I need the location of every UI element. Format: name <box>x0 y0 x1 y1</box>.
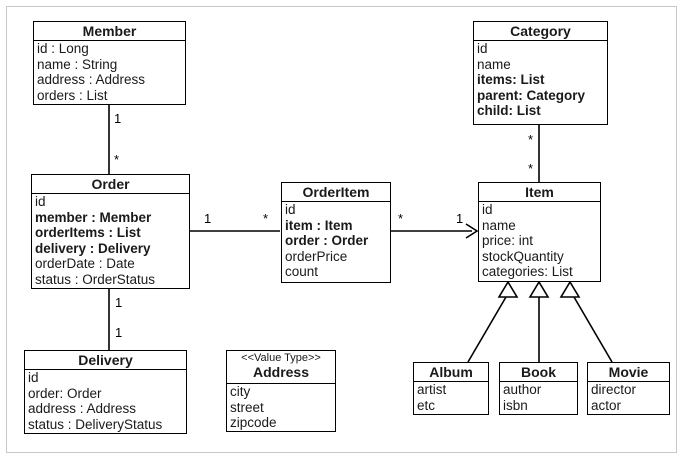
attribute-row: id <box>35 194 46 209</box>
class-title: OrderItem <box>282 183 390 202</box>
attribute-row: categories: List <box>482 264 573 279</box>
multiplicity-label: * <box>114 152 120 167</box>
multiplicity-label: * <box>398 211 404 226</box>
multiplicity-label: 1 <box>114 111 122 126</box>
attribute-row: name <box>482 217 516 233</box>
attribute-row: status : DeliveryStatus <box>28 416 163 432</box>
attribute-row: address : Address <box>28 401 137 416</box>
attribute-row: id <box>28 370 39 385</box>
attribute-row: id <box>477 41 488 56</box>
attribute-row: address : Address <box>37 72 146 87</box>
attribute-row: isbn <box>503 397 528 413</box>
attribute-row: items: List <box>477 72 545 87</box>
attribute-row: order: Order <box>28 385 102 401</box>
inheritance-triangle-movie <box>559 280 581 298</box>
class-title: Album <box>414 363 488 382</box>
generalization-movie <box>573 296 613 363</box>
generalization-album <box>467 296 507 363</box>
attribute-row: id <box>285 202 296 217</box>
attribute-row: orderPrice <box>285 248 348 264</box>
attribute-row: order : Order <box>285 233 369 248</box>
class-title: Book <box>500 363 577 382</box>
attribute-row: director <box>591 382 637 397</box>
attribute-row: actor <box>591 397 622 413</box>
multiplicity-label: 1 <box>456 211 464 226</box>
class-title: Category <box>474 22 607 41</box>
attribute-row: delivery : Delivery <box>35 240 151 256</box>
class-title: Item <box>479 183 600 202</box>
class-title: Delivery <box>25 351 186 370</box>
attribute-row: price: int <box>482 233 534 248</box>
attribute-row: author <box>503 382 542 397</box>
attribute-row: count <box>285 264 319 279</box>
attribute-row: item : Item <box>285 217 353 233</box>
attribute-row: parent: Category <box>477 87 586 103</box>
multiplicity-label: * <box>528 161 534 176</box>
attribute-row: artist <box>417 382 447 397</box>
multiplicity-label: 1 <box>204 211 212 226</box>
attribute-row: city <box>230 384 251 399</box>
attribute-row: id : Long <box>37 41 89 56</box>
inheritance-triangle-book <box>528 280 550 298</box>
attribute-row: name : String <box>37 56 118 72</box>
inheritance-triangle-album <box>497 280 519 298</box>
attribute-row: child: List <box>477 103 541 118</box>
class-title-block: <<Value Type>> Address <box>227 351 335 384</box>
attribute-row: orderDate : Date <box>35 256 135 271</box>
class-title: Order <box>32 175 189 194</box>
attribute-row: member : Member <box>35 209 152 225</box>
multiplicity-label: 1 <box>115 325 123 340</box>
attribute-row: orders : List <box>37 87 108 103</box>
attribute-row: zipcode <box>230 415 277 430</box>
attribute-row: stockQuantity <box>482 248 564 264</box>
multiplicity-label: * <box>263 211 269 226</box>
navigability-arrowhead <box>465 223 479 239</box>
attribute-row: etc <box>417 397 436 413</box>
attribute-row: orderItems : List <box>35 225 141 240</box>
multiplicity-label: * <box>528 132 534 147</box>
multiplicity-label: 1 <box>115 295 123 310</box>
attribute-row: street <box>230 399 264 415</box>
class-title: Address <box>252 364 310 380</box>
class-title: Member <box>34 22 185 41</box>
attribute-row: status : OrderStatus <box>35 271 156 287</box>
stereotype-label: <<Value Type>> <box>241 352 321 364</box>
attribute-row: name <box>477 56 511 72</box>
attribute-row: id <box>482 202 493 217</box>
class-title: Movie <box>588 363 669 382</box>
